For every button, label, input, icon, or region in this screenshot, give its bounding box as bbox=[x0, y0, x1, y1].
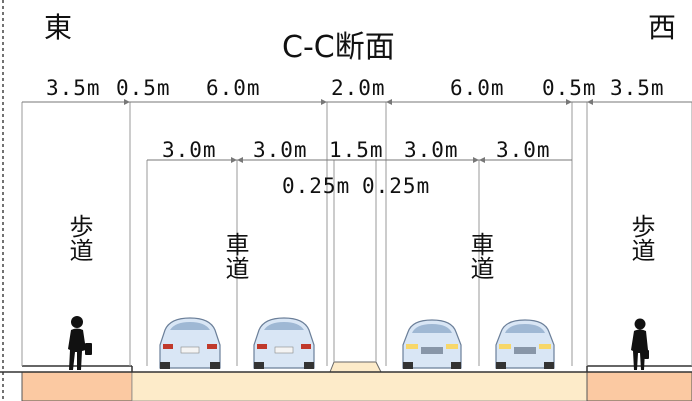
guide-lines bbox=[21, 102, 692, 366]
dim-roadway-left: 6.0m bbox=[206, 76, 261, 100]
dim-lane-3: 3.0m bbox=[404, 138, 459, 162]
sidewalk-right-fill bbox=[586, 371, 692, 401]
dimension-arrows bbox=[124, 99, 593, 163]
car-front-icon bbox=[495, 319, 555, 369]
direction-east: 東 bbox=[44, 11, 73, 44]
label-roadway-right: 車道 bbox=[466, 232, 494, 280]
dim-lane-1: 3.0m bbox=[162, 138, 217, 162]
car-rear-icon bbox=[159, 317, 221, 369]
dim-curb-left: 0.5m bbox=[116, 76, 171, 100]
car-rear-icon bbox=[253, 317, 315, 369]
pedestrian-icon bbox=[68, 316, 92, 370]
pedestrian-icon bbox=[631, 318, 649, 370]
dim-median: 2.0m bbox=[331, 76, 386, 100]
sidewalk-left-fill bbox=[21, 371, 133, 401]
dim-median-inner: 1.5m bbox=[329, 138, 384, 162]
car-front-icon bbox=[402, 319, 462, 369]
dim-sidewalk-left: 3.5m bbox=[46, 76, 101, 100]
median-block bbox=[329, 361, 382, 373]
dim-curb-right: 0.5m bbox=[542, 76, 597, 100]
direction-west: 西 bbox=[648, 11, 677, 44]
dim-sidewalk-right: 3.5m bbox=[610, 76, 665, 100]
roadway-fill bbox=[131, 371, 588, 401]
dim-lane-4: 3.0m bbox=[496, 138, 551, 162]
dim-offset-right: 0.25m bbox=[362, 174, 431, 198]
dim-lane-2: 3.0m bbox=[253, 138, 308, 162]
page-title: C-C断面 bbox=[282, 30, 395, 65]
dim-roadway-right: 6.0m bbox=[450, 76, 505, 100]
dimension-lines bbox=[22, 101, 692, 161]
label-sidewalk-right: 歩道 bbox=[627, 214, 655, 262]
label-sidewalk-left: 歩道 bbox=[65, 214, 93, 262]
dim-offset-left: 0.25m bbox=[282, 174, 351, 198]
label-roadway-left: 車道 bbox=[221, 232, 249, 280]
